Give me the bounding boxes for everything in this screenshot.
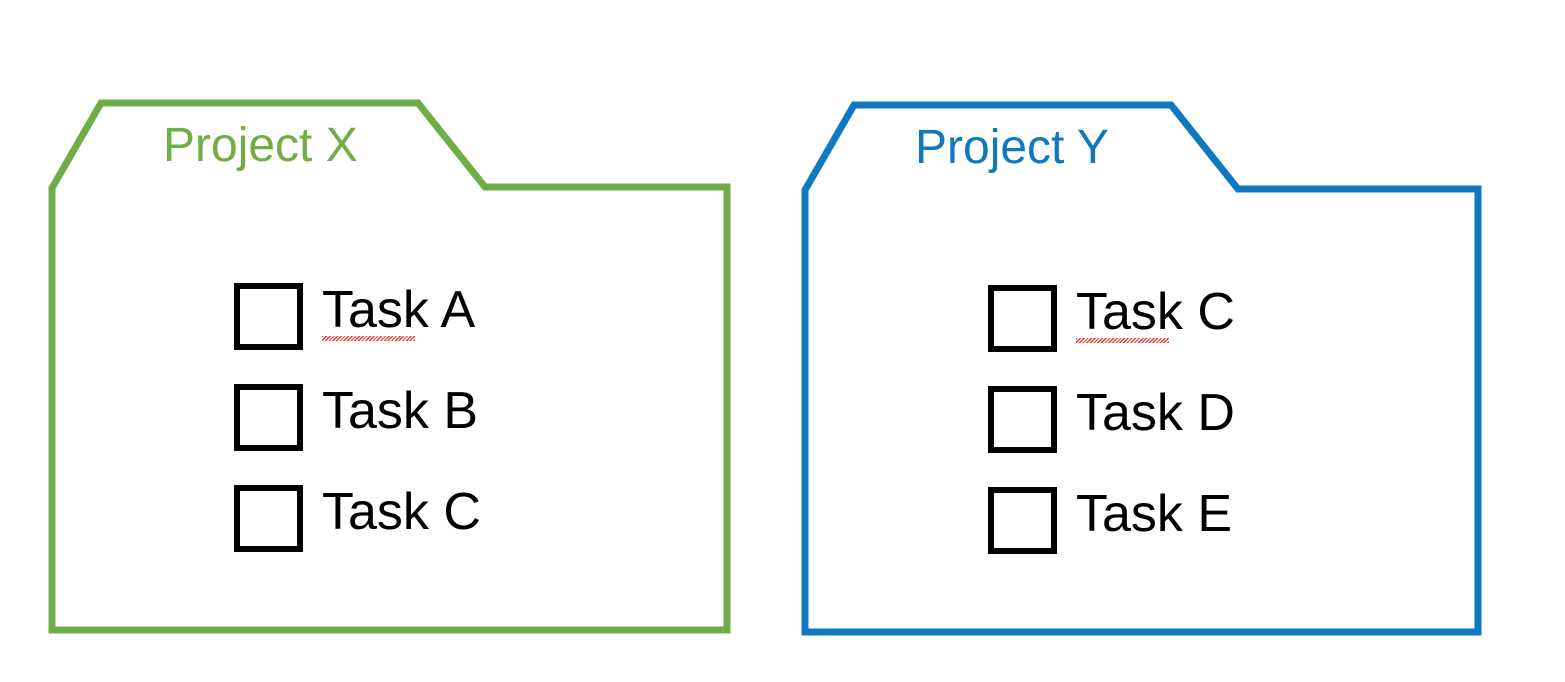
folder-title-project-x: Project X (163, 119, 358, 172)
task-checkbox-icon[interactable] (234, 485, 303, 552)
task-checkbox-icon[interactable] (234, 283, 303, 350)
task-label: Task A (322, 281, 476, 339)
task-checkbox-icon[interactable] (988, 285, 1057, 352)
task-checkbox-icon[interactable] (988, 487, 1057, 554)
folder-outline-path-x (48, 99, 731, 634)
task-label: Task C (322, 483, 481, 541)
task-label: Task C (1076, 283, 1235, 341)
folder-outline-path-y (801, 101, 1482, 636)
task-label: Task D (1076, 384, 1235, 442)
task-checkbox-icon[interactable] (988, 386, 1057, 453)
task-label: Task B (322, 382, 479, 440)
task-checkbox-icon[interactable] (234, 384, 303, 451)
spellcheck-squiggle-icon (1076, 338, 1169, 343)
folder-title-project-y: Project Y (915, 121, 1109, 174)
spellcheck-squiggle-icon (322, 336, 415, 341)
task-label: Task E (1076, 485, 1233, 543)
